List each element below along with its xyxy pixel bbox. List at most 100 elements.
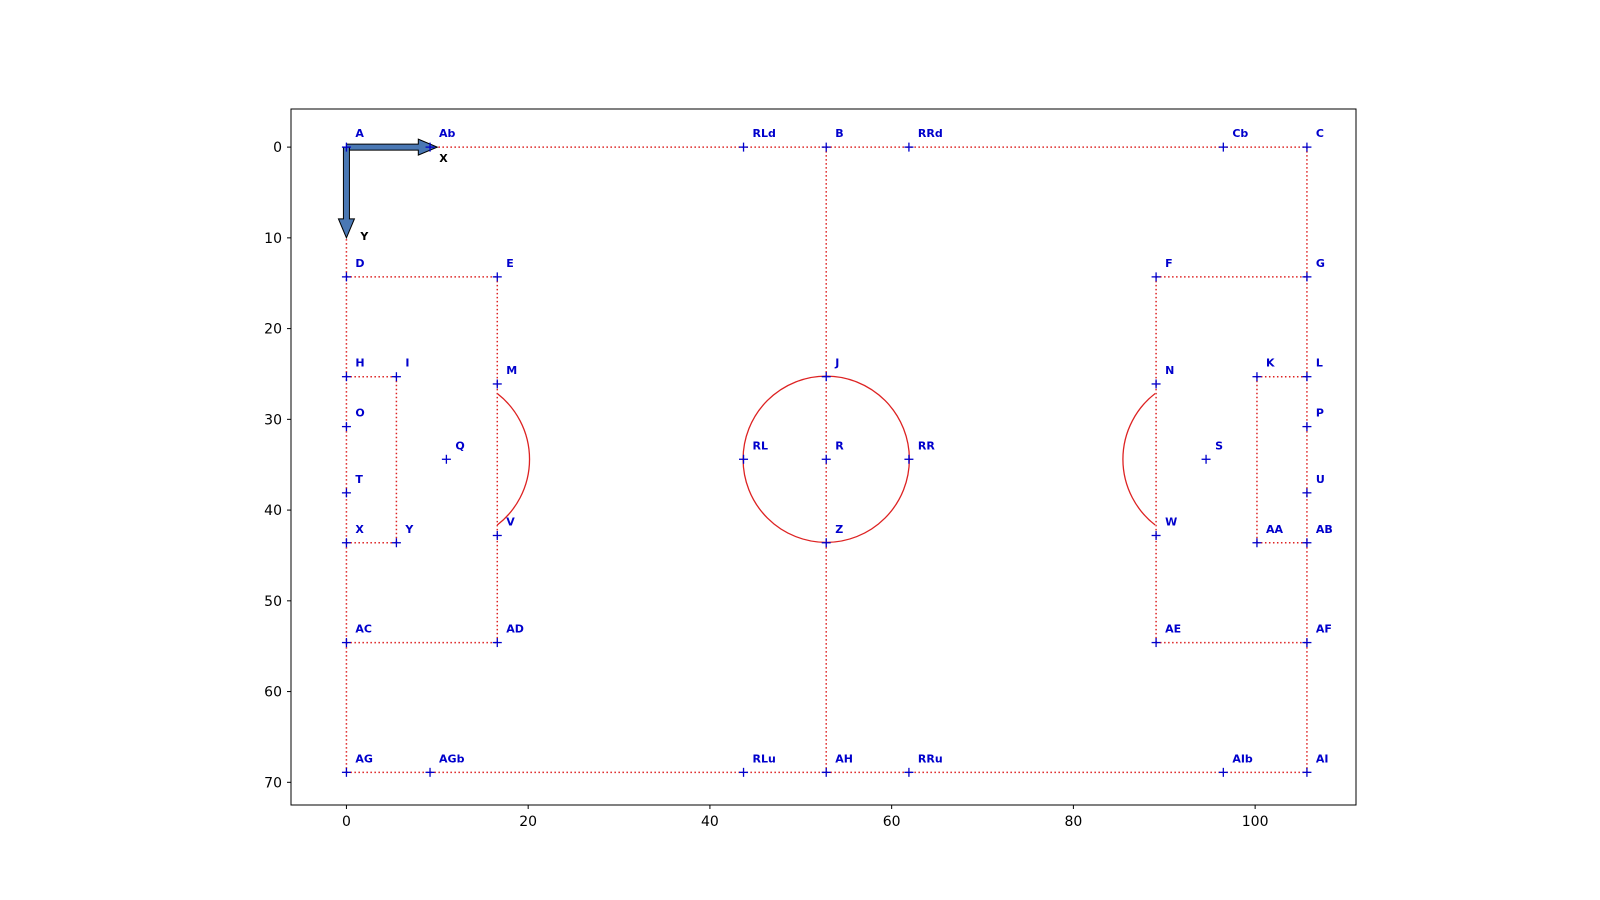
- point-marker-aib: [1218, 767, 1228, 777]
- point-marker-d: [341, 272, 351, 282]
- y-tick-label: 10: [264, 231, 282, 247]
- point-label-ab: Ab: [439, 127, 456, 140]
- point-label-v: V: [506, 515, 515, 528]
- point-marker-g: [1302, 272, 1312, 282]
- point-label-rl: RL: [753, 439, 768, 452]
- point-marker-m: [492, 379, 502, 389]
- point-label-a: A: [355, 127, 364, 140]
- point-label-c: C: [1316, 127, 1324, 140]
- y-tick-label: 50: [264, 594, 282, 610]
- point-label-aib: AIb: [1232, 752, 1253, 765]
- point-label-p: P: [1316, 407, 1324, 420]
- x-tick-label: 20: [519, 814, 537, 830]
- point-marker-j: [821, 372, 831, 382]
- point-label-g: G: [1316, 257, 1325, 270]
- point-label-s: S: [1215, 439, 1223, 452]
- point-label-m: M: [506, 364, 517, 377]
- point-label-y: Y: [404, 523, 414, 536]
- point-label-ag: AG: [355, 752, 373, 765]
- point-marker-q: [441, 454, 451, 464]
- point-marker-ah: [821, 767, 831, 777]
- point-marker-z: [821, 538, 831, 548]
- point-label-j: J: [834, 357, 839, 370]
- point-marker-ac: [341, 638, 351, 648]
- point-label-r: R: [835, 439, 844, 452]
- point-marker-r: [821, 454, 831, 464]
- point-label-rld: RLd: [753, 127, 776, 140]
- point-label-rlu: RLu: [753, 752, 776, 765]
- axis-arrow-label-y: Y: [359, 230, 369, 243]
- point-marker-l: [1302, 372, 1312, 382]
- point-label-agb: AGb: [439, 752, 465, 765]
- y-tick-label: 40: [264, 503, 282, 519]
- point-label-d: D: [355, 257, 364, 270]
- axes-frame: [290, 108, 1357, 806]
- point-label-ai: AI: [1316, 752, 1329, 765]
- y-tick-label: 20: [264, 322, 282, 338]
- x-tick-label: 100: [1242, 814, 1269, 830]
- point-label-u: U: [1316, 473, 1325, 486]
- point-marker-rru: [904, 767, 914, 777]
- point-label-z: Z: [835, 523, 843, 536]
- point-marker-agb: [425, 767, 435, 777]
- point-marker-rr: [904, 454, 914, 464]
- point-label-x: X: [355, 523, 364, 536]
- point-label-rru: RRu: [918, 752, 943, 765]
- point-label-ah: AH: [835, 752, 853, 765]
- x-tick-label: 0: [342, 814, 351, 830]
- point-label-ab: AB: [1316, 523, 1333, 536]
- point-label-w: W: [1165, 515, 1177, 528]
- y-tick-label: 70: [264, 775, 282, 791]
- point-marker-x: [341, 538, 351, 548]
- point-marker-i: [391, 372, 401, 382]
- point-marker-n: [1151, 379, 1161, 389]
- point-label-l: L: [1316, 357, 1323, 370]
- point-label-rr: RR: [918, 439, 935, 452]
- point-label-q: Q: [455, 439, 464, 452]
- point-marker-w: [1151, 530, 1161, 540]
- y-tick-label: 30: [264, 412, 282, 428]
- point-marker-f: [1151, 272, 1161, 282]
- point-marker-k: [1252, 372, 1262, 382]
- point-label-i: I: [405, 357, 409, 370]
- y-tick-label: 0: [273, 140, 282, 156]
- point-label-ad: AD: [506, 623, 524, 636]
- point-marker-cb: [1218, 142, 1228, 152]
- point-marker-rlu: [739, 767, 749, 777]
- point-marker-e: [492, 272, 502, 282]
- point-label-o: O: [355, 407, 364, 420]
- point-label-aa: AA: [1266, 523, 1284, 536]
- x-tick-label: 80: [1064, 814, 1082, 830]
- point-label-h: H: [355, 357, 364, 370]
- point-label-cb: Cb: [1232, 127, 1248, 140]
- point-marker-ag: [341, 767, 351, 777]
- y-tick-label: 60: [264, 685, 282, 701]
- point-marker-rl: [739, 454, 749, 464]
- point-label-b: B: [835, 127, 843, 140]
- point-marker-b: [821, 142, 831, 152]
- point-label-n: N: [1165, 364, 1174, 377]
- penalty-arc-right-box: [1122, 392, 1156, 526]
- point-marker-aa: [1252, 538, 1262, 548]
- point-marker-t: [341, 488, 351, 498]
- penalty-arc-left-box: [496, 392, 531, 526]
- point-label-ac: AC: [355, 623, 372, 636]
- point-marker-ab: [425, 142, 435, 152]
- point-marker-ab: [1302, 538, 1312, 548]
- x-tick-label: 40: [701, 814, 719, 830]
- point-marker-v: [492, 530, 502, 540]
- axis-arrow-y: [337, 146, 356, 240]
- axis-arrow-label-x: X: [439, 152, 448, 165]
- axis-arrow-x: [345, 138, 439, 156]
- point-label-ae: AE: [1165, 623, 1181, 636]
- point-marker-h: [341, 372, 351, 382]
- point-marker-ae: [1151, 638, 1161, 648]
- point-label-k: K: [1266, 357, 1275, 370]
- point-marker-s: [1201, 454, 1211, 464]
- point-marker-ad: [492, 638, 502, 648]
- point-marker-rrd: [904, 142, 914, 152]
- point-marker-rld: [739, 142, 749, 152]
